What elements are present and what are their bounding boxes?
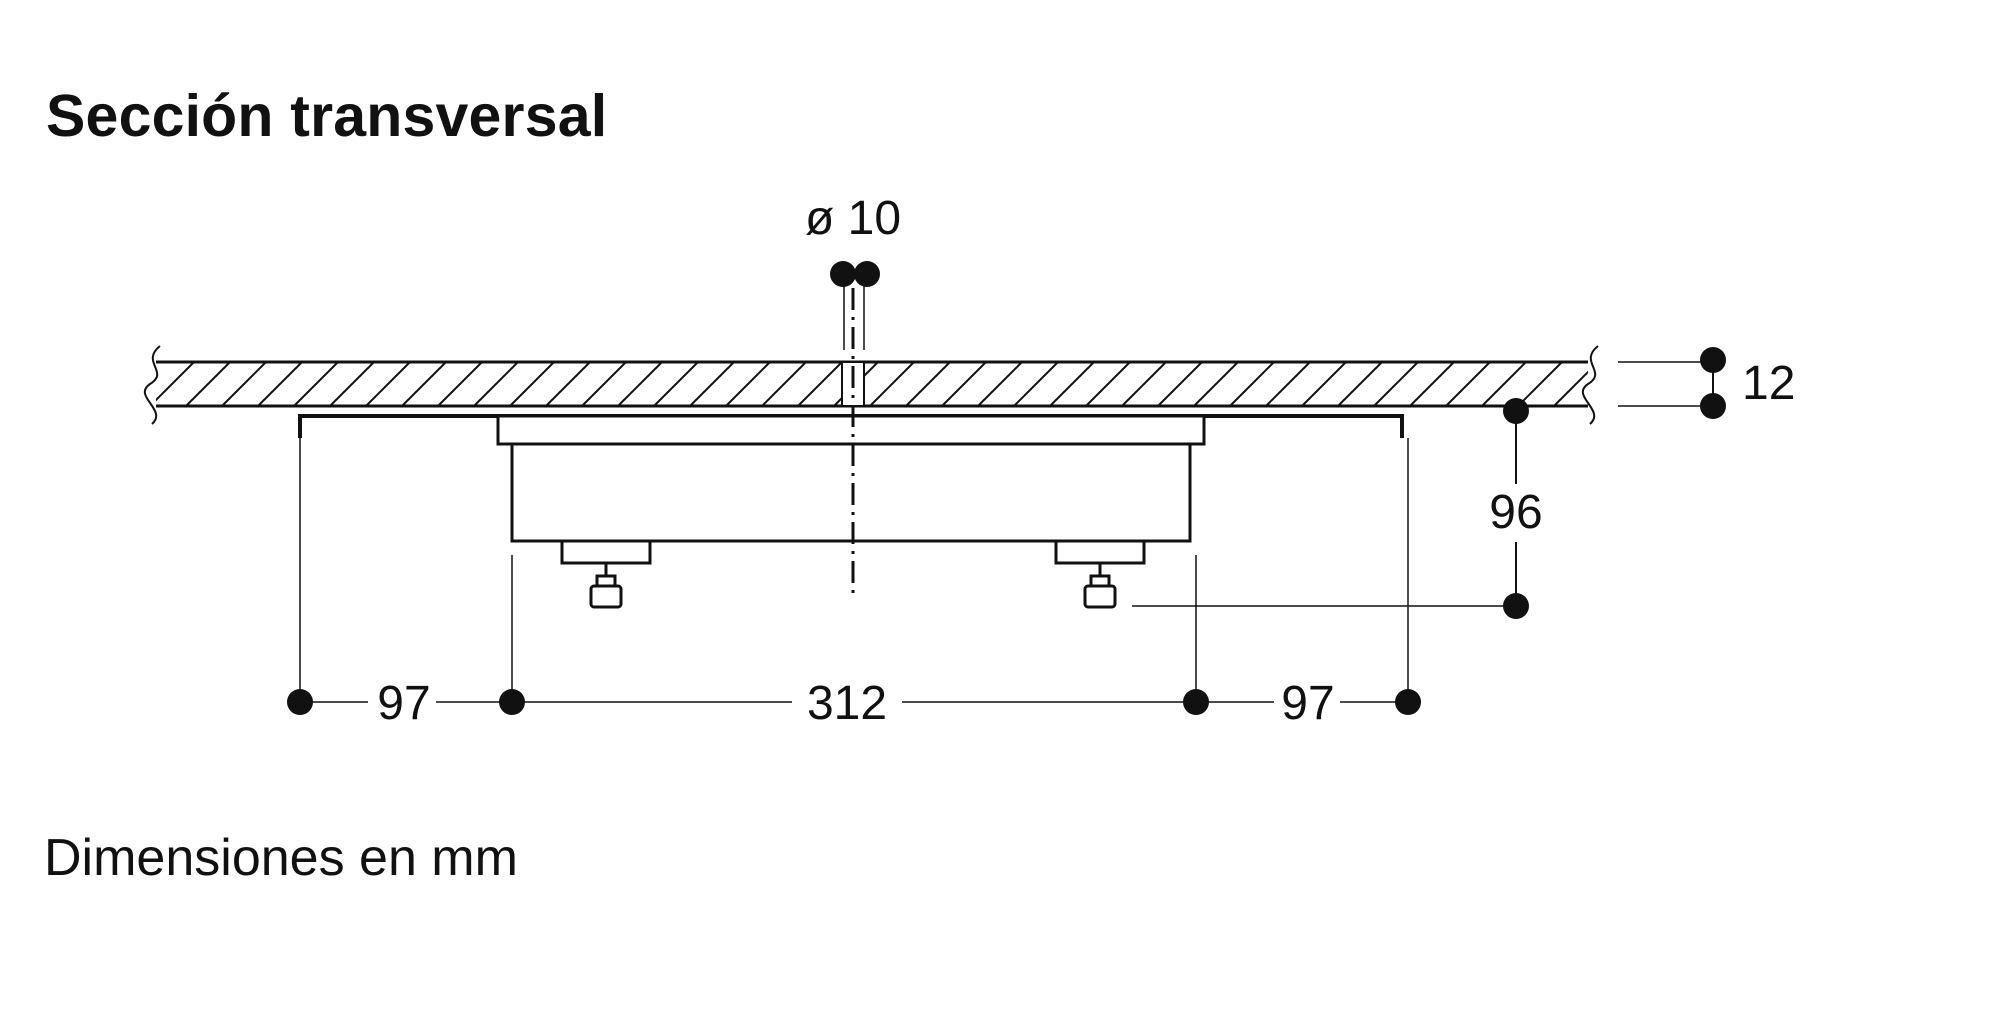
hatch-line (1626, 362, 1670, 406)
hatch-line (1157, 362, 1203, 406)
hatch-line (1373, 362, 1419, 406)
break-line-left (143, 345, 161, 425)
hatch-line (185, 362, 231, 406)
hatch-line (156, 362, 195, 402)
hatch-line (365, 362, 411, 406)
hatch-line (689, 362, 735, 406)
hatch-line (797, 362, 843, 406)
hatch-line (293, 362, 339, 406)
appliance-unit (298, 414, 1404, 609)
diameter-dimension: ø 10 (805, 192, 901, 350)
hatch-line (509, 362, 555, 406)
hatch-line (257, 362, 303, 406)
hatch-line (1049, 362, 1095, 406)
right-width-label: 97 (1281, 677, 1334, 730)
center-width-label: 312 (807, 677, 887, 730)
hatch-line (1121, 362, 1167, 406)
hatch-line (1229, 362, 1275, 406)
hatch-line (905, 362, 951, 406)
hatch-line (473, 362, 519, 406)
hatch-line (1013, 362, 1059, 406)
break-line-right (1581, 345, 1599, 425)
hatch-line (1337, 362, 1383, 406)
hatch-line (1590, 362, 1634, 406)
connector-left (560, 541, 652, 609)
hatch-line (1409, 362, 1455, 406)
hatch-line (221, 362, 267, 406)
hatch-line (761, 362, 807, 406)
units-note: Dimensiones en mm (44, 829, 518, 887)
left-width-label: 97 (377, 677, 430, 730)
page-title: Sección transversal (46, 83, 608, 149)
thickness-label: 12 (1742, 357, 1795, 410)
hatch-line (1301, 362, 1347, 406)
slab-hatching (156, 362, 1670, 406)
hatch-line (329, 362, 375, 406)
hatch-line (941, 362, 987, 406)
hatch-line (1445, 362, 1491, 406)
hatch-line (581, 362, 627, 406)
countertop-slab (143, 345, 1670, 425)
hatch-line (1481, 362, 1527, 406)
width-dimensions: 97 312 97 (287, 438, 1421, 730)
hatch-line (1517, 362, 1563, 406)
hatch-line (1085, 362, 1131, 406)
hatch-line (725, 362, 771, 406)
hatch-line (1265, 362, 1311, 406)
hatch-line (1553, 370, 1588, 406)
hatch-line (437, 362, 483, 406)
hatch-line (1193, 362, 1239, 406)
height-label: 96 (1489, 486, 1542, 539)
hatch-line (653, 362, 699, 406)
hatch-line (977, 362, 1023, 406)
thickness-dimension: 12 (1618, 347, 1795, 419)
hatch-line (869, 362, 915, 406)
hatch-line (617, 362, 663, 406)
hatch-line (545, 362, 591, 406)
hatch-line (401, 362, 447, 406)
diameter-label: ø 10 (805, 192, 901, 245)
connector-right (1054, 541, 1146, 609)
